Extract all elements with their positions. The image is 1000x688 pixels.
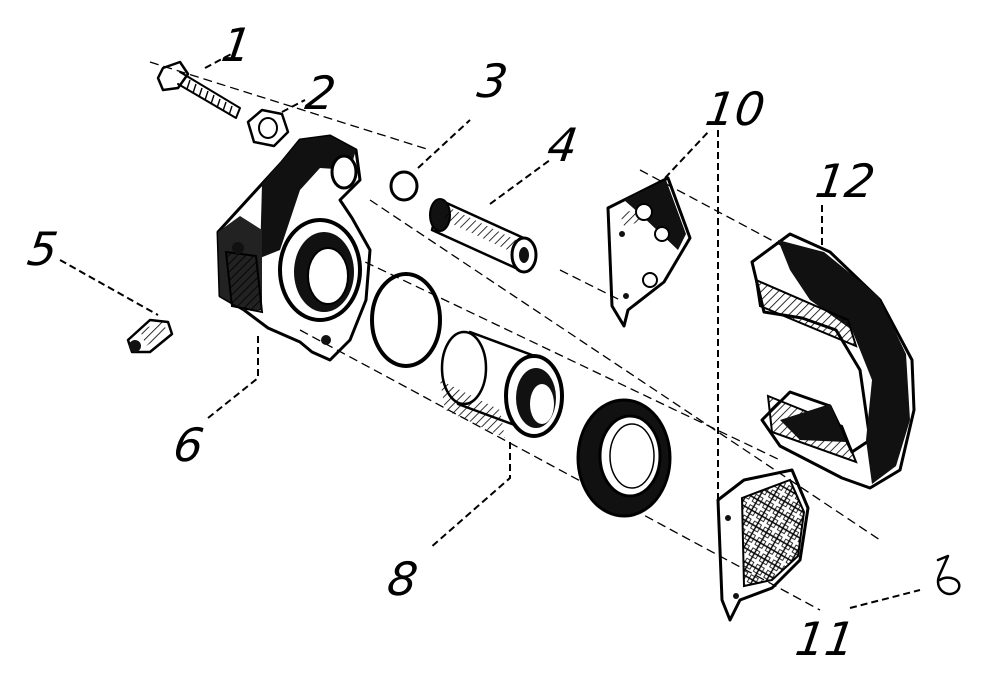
guide-sleeve-part-4 xyxy=(429,198,538,274)
piston-part-8 xyxy=(440,330,564,438)
spring-clip-symbol xyxy=(936,554,961,596)
caliper-housing-part-6 xyxy=(216,134,372,362)
callout-11: 11 xyxy=(792,612,859,666)
leader-lines xyxy=(59,51,921,609)
bleed-screw-part-5 xyxy=(126,318,174,354)
callout-12: 12 xyxy=(812,154,879,208)
piston-seal-ring xyxy=(370,272,442,368)
callout-10: 10 xyxy=(702,82,769,136)
bolt-part-1 xyxy=(156,60,241,119)
dust-boot xyxy=(576,398,672,518)
o-ring-part-3 xyxy=(389,170,419,202)
brake-pad-inner-part-10 xyxy=(606,176,692,328)
nut-part-2 xyxy=(246,108,290,148)
assembly-axis-lines xyxy=(149,61,881,611)
brake-pad-outer-part-11 xyxy=(716,468,810,622)
caliper-bracket-part-12 xyxy=(750,232,916,490)
